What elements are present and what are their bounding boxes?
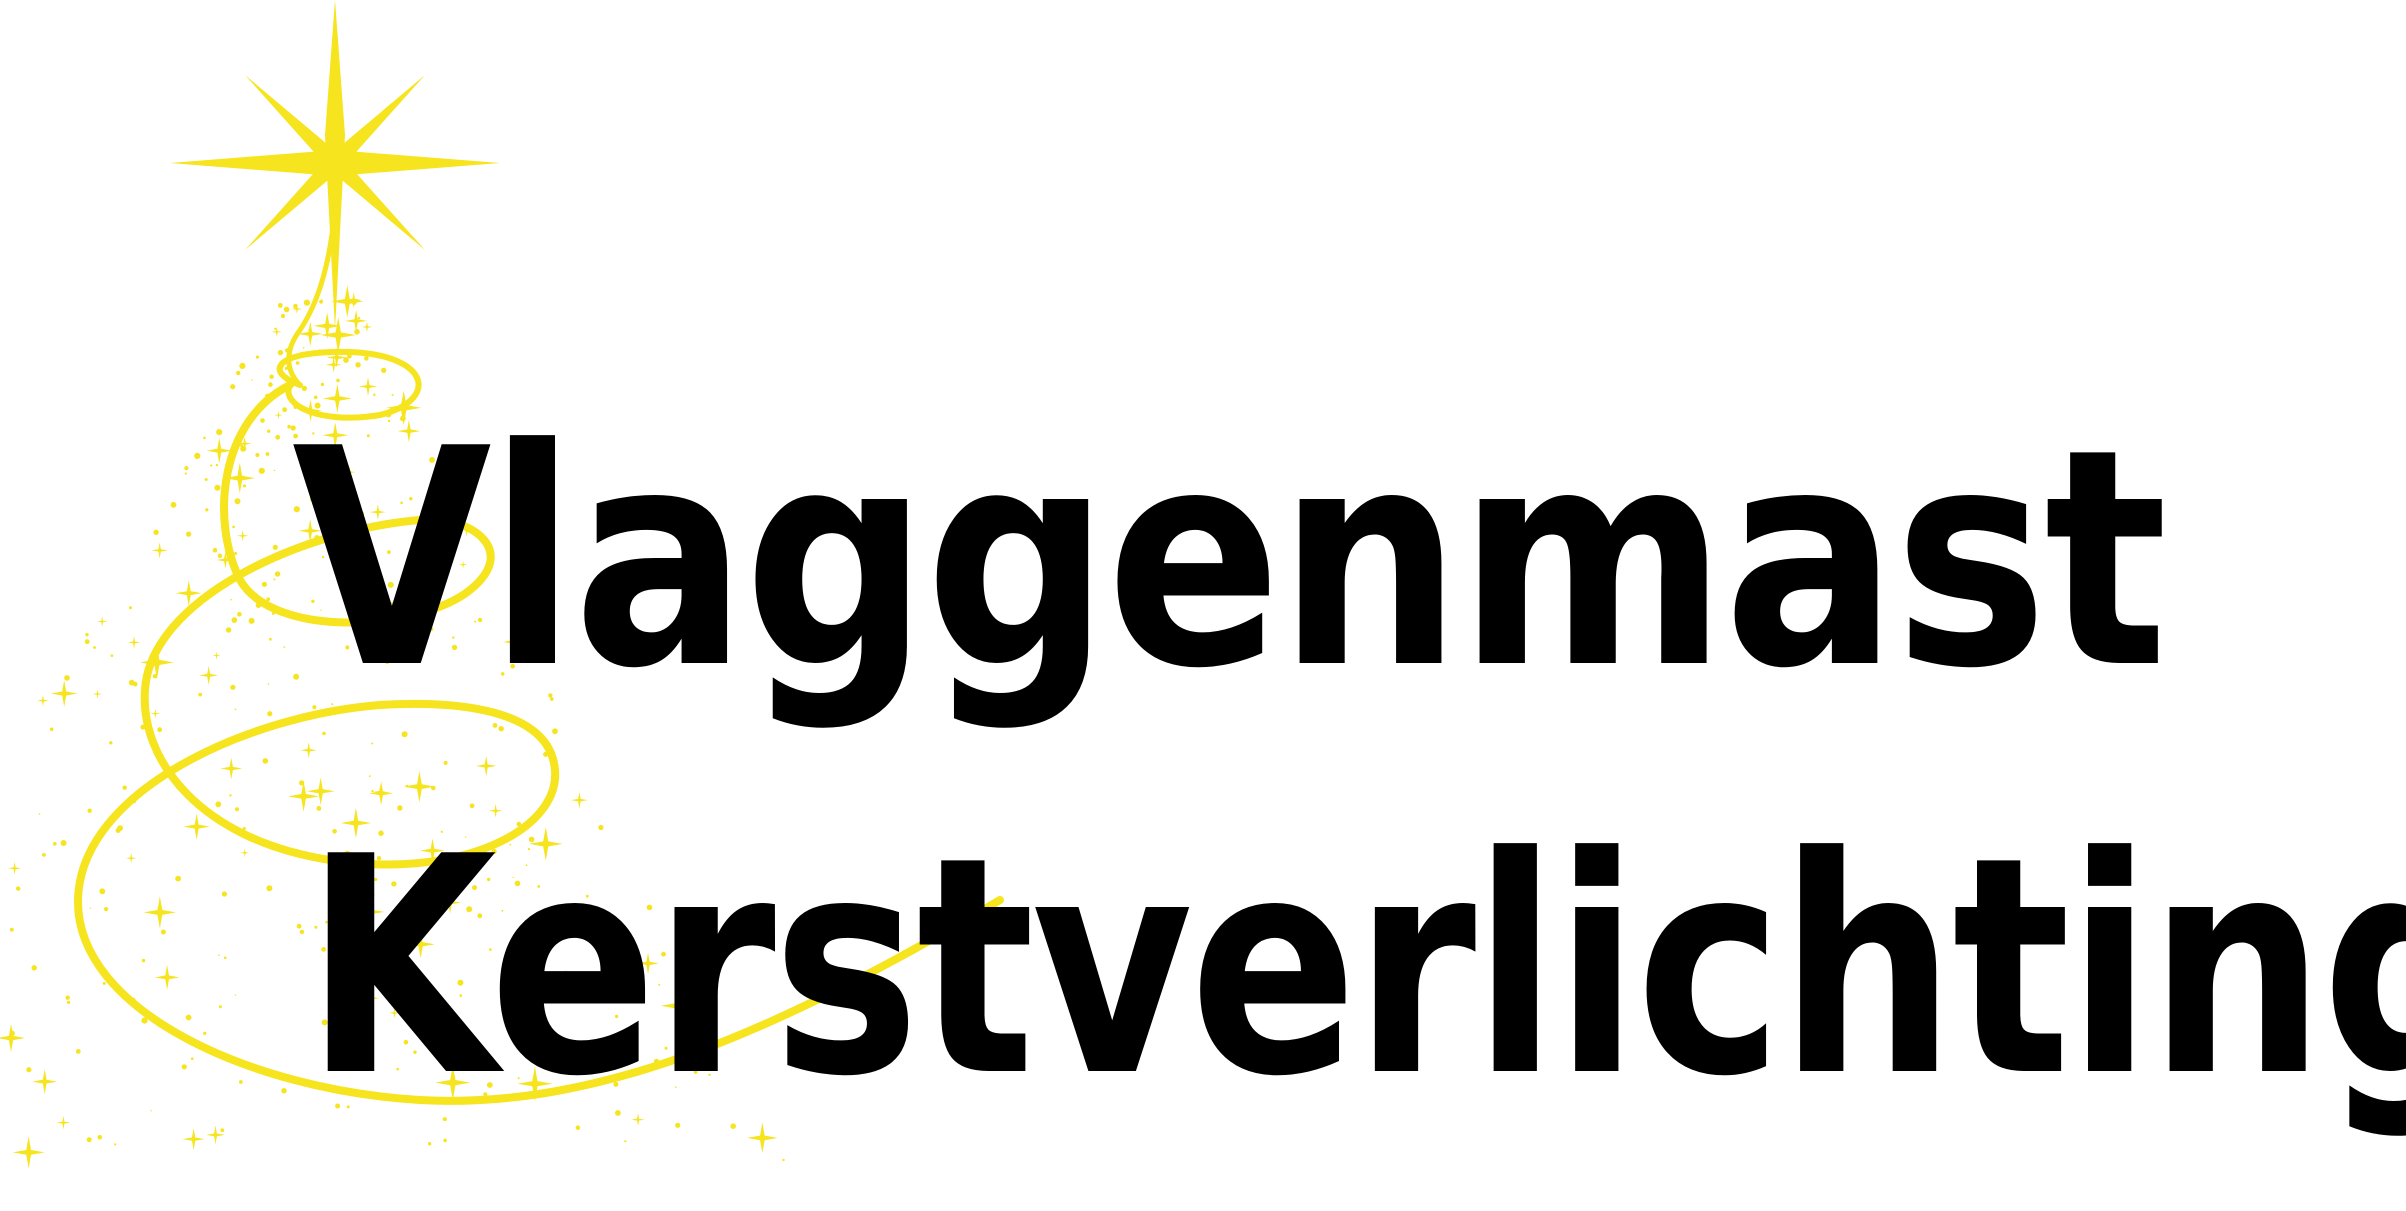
title-line-1: Vlaggenmast bbox=[292, 385, 2168, 734]
title-line-2: Kerstverlichting bbox=[305, 793, 2406, 1142]
star-icon bbox=[170, 0, 500, 330]
